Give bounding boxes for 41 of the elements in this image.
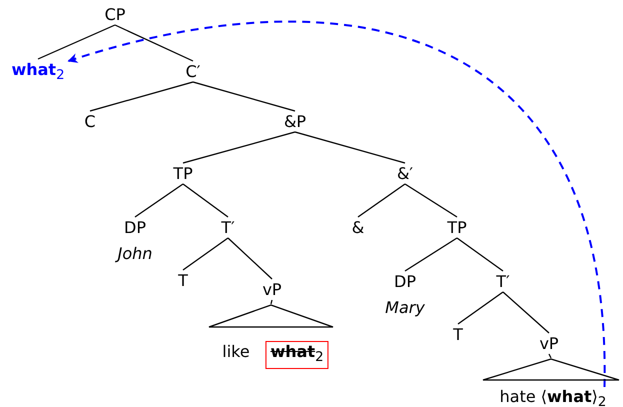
tree-label: & (352, 217, 364, 239)
triangle-shape (208, 304, 334, 328)
branch-line (458, 292, 504, 324)
triangle-shape (482, 358, 620, 381)
branch-line (90, 81, 194, 112)
branch-line (548, 354, 552, 358)
branch-line (192, 81, 296, 112)
branch-line (404, 238, 458, 272)
tree-label: T (178, 270, 188, 292)
branch-line (502, 292, 550, 334)
branch-line (114, 24, 194, 62)
tree-label: C′ (186, 61, 200, 83)
movement-arrow (68, 21, 606, 388)
tree-label: T′ (221, 217, 235, 239)
branch-line (270, 300, 273, 304)
branch-line (358, 184, 406, 218)
branch-line (134, 184, 184, 218)
tree-label: &′ (396, 163, 414, 185)
terminal-word: like (222, 341, 250, 363)
tree-label: DP Mary (385, 271, 425, 319)
tree-label: T (453, 324, 463, 346)
tree-label: &P (284, 111, 306, 133)
tree-label: DP John (118, 217, 152, 265)
branch-line (228, 238, 272, 280)
branch-line (456, 238, 504, 272)
moved-word: what$_{2}$ (11, 59, 65, 88)
branch-line (182, 131, 296, 164)
tree-label: vP (262, 279, 282, 301)
terminal-phrase: hate ⟨what⟩$_{2}$ (500, 386, 606, 407)
tree-label: CP (104, 4, 126, 26)
branch-line (182, 184, 228, 218)
tree-label: C (84, 111, 96, 133)
branch-line (404, 184, 458, 218)
branch-line (38, 24, 116, 60)
tree-label: vP (539, 333, 559, 355)
tree-label: TP (447, 217, 467, 239)
branch-line (182, 238, 228, 270)
branch-line (294, 131, 406, 164)
tree-label: TP (173, 163, 193, 185)
tree-label: T′ (496, 271, 510, 293)
crossed-out-word: what$_{2}$ (265, 341, 329, 370)
